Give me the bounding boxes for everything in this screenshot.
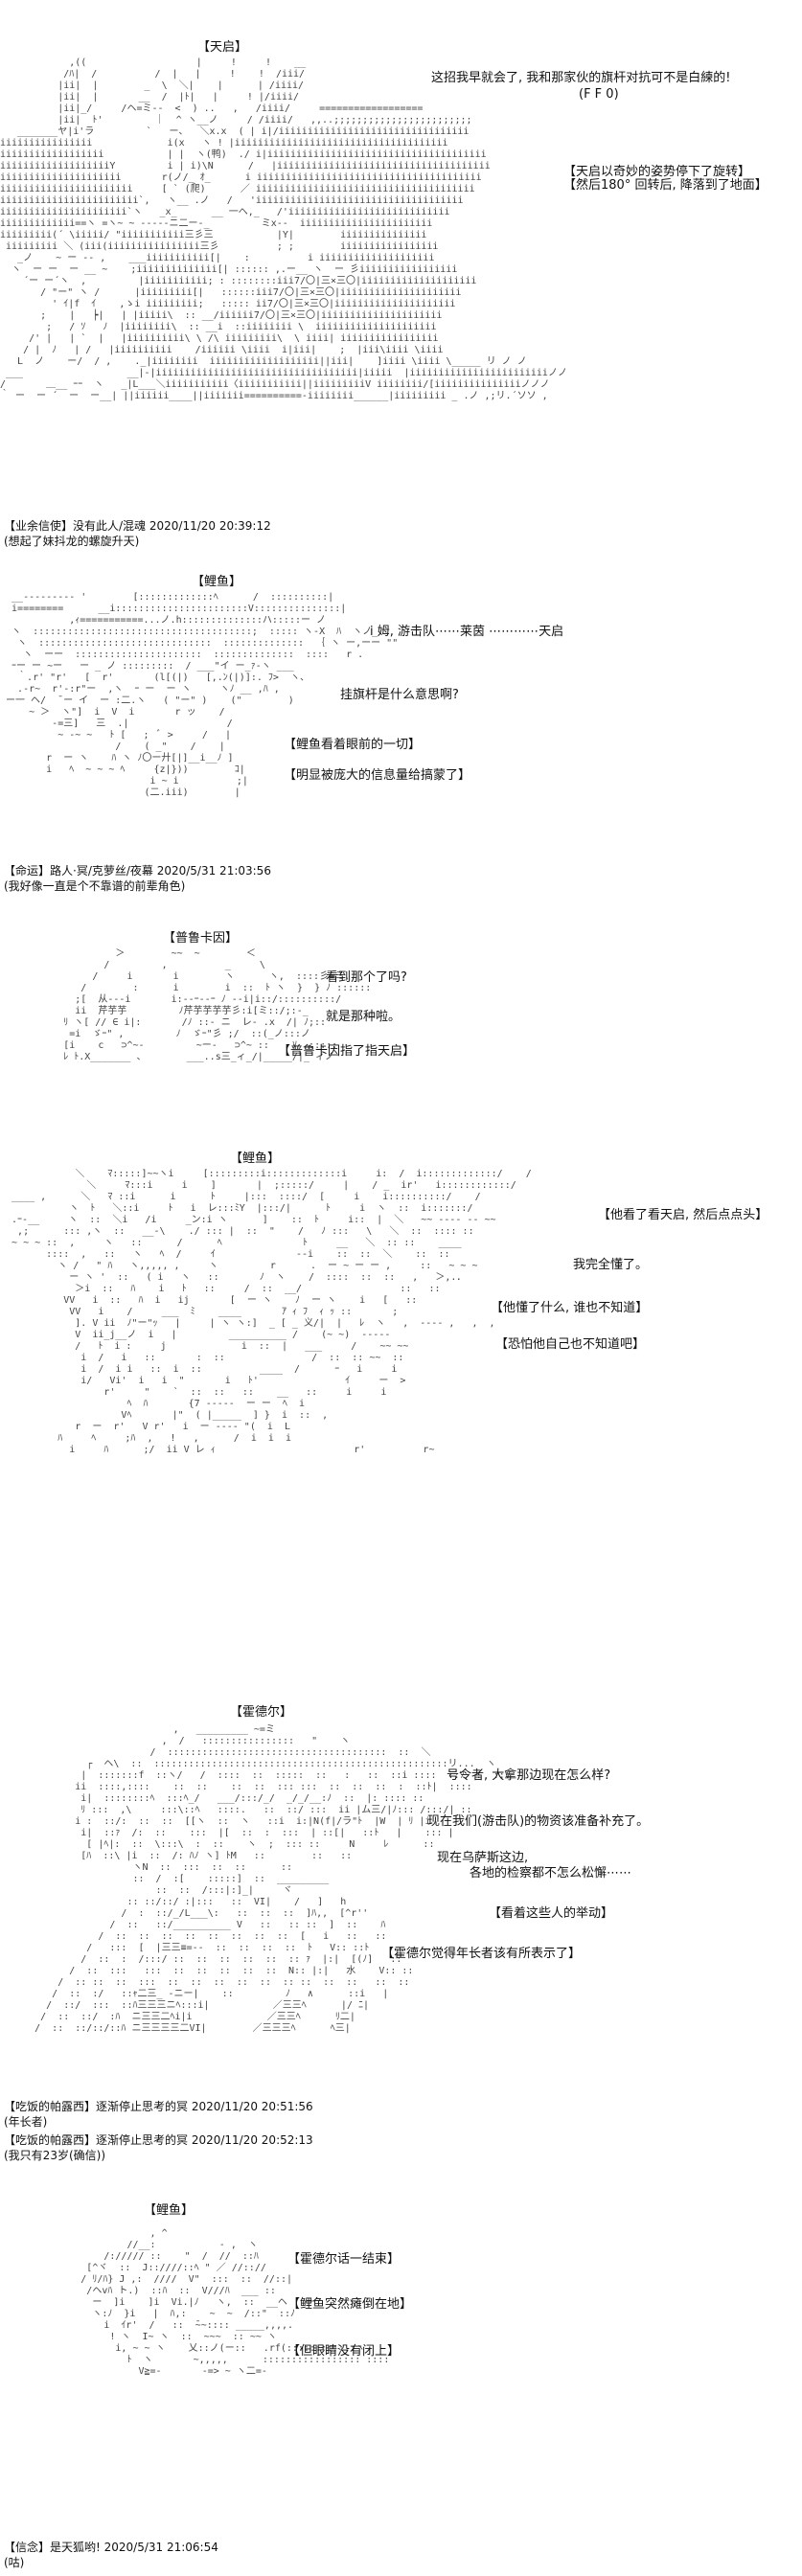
character-name: 【霍德尔】	[230, 1705, 293, 1720]
narration-line: 【明显被庞大的信息量给搞蒙了】	[284, 768, 471, 783]
character-name: 【鲤鱼】	[230, 1151, 281, 1166]
narration-line: 【然后180° 回转后, 降落到了地面】	[563, 178, 768, 193]
speech-line: 看到那个了吗?	[326, 970, 407, 985]
post-comment: (年长者)	[4, 2115, 48, 2129]
narration-line: 【霍德尔话一结束】	[287, 2252, 401, 2267]
ascii-art-tianqi: ,(( | ! ! __ /ﾊ| / / | | ! ! /iii/ |ii| …	[0, 57, 567, 401]
ascii-art-procaine: ＞ ~~ ~ ＜ / , _ \ / i i ヽ ヽ, ::::彡=ミ, / :…	[63, 948, 372, 1062]
panel-3: ＞ ~~ ~ ＜ / , _ \ / i i ヽ ヽ, ::::彡=ミ, / :…	[0, 910, 802, 1130]
panel-1: ,(( | ! ! __ /ﾊ| / / | | ! ! /iii/ |ii| …	[0, 0, 802, 565]
narration-line: 【看着这些人的举动】	[489, 1906, 614, 1921]
character-name: 【普鲁卡因】	[163, 931, 239, 946]
post-footer: 【命运】路人·冥/克萝丝/夜幕 2020/5/31 21:03:56	[4, 864, 271, 878]
narration-line: 【他看了看天启, 然后点点头】	[598, 1208, 768, 1222]
speech-line: 就是那种啦。	[326, 1010, 401, 1024]
speech-line: (F F 0)	[579, 87, 619, 102]
ascii-art-hodr: , _________ ~=ミ , / :::::::::::::::: " ヽ…	[34, 1724, 511, 2034]
narration-line: 【霍德尔觉得年长者该有所表示了】	[381, 1947, 582, 1961]
speech-line: 现在我们(游击队)的物资该准备补充了。	[427, 1814, 650, 1829]
post-footer: 【业余信使】没有此人/混魂 2020/11/20 20:39:12	[4, 519, 271, 533]
ascii-art-carp: __--------- ' [:::::::::::::ﾍ / ::::::::…	[6, 592, 399, 798]
ascii-art-carp-collapse: , ^ //__: - , ヽ /:///// :: " / // ::ﾊ [^…	[80, 2228, 390, 2377]
narration-line: 【鲤鱼看着眼前的一切】	[284, 738, 422, 752]
panel-4: ＼ ﾏ:::::]~~ヽi [:::::::::i:::::::::::::i …	[0, 1130, 802, 1696]
post-comment: (想起了妹抖龙的螺旋升天)	[4, 535, 140, 548]
panel-6: , ^ //__: - , ヽ /:///// :: " / // ::ﾊ [^…	[0, 2165, 802, 2576]
narration-line: 【他懂了什么, 谁也不知道】	[491, 1301, 649, 1315]
character-name: 【鲤鱼】	[192, 575, 242, 589]
post-comment: (咕)	[4, 2556, 25, 2569]
character-name: 【鲤鱼】	[144, 2203, 195, 2218]
post-comment: (我只有23岁(确信))	[4, 2149, 105, 2162]
speech-line: i 姆, 游击队⋯⋯莱茵 ⋯⋯⋯⋯天启	[370, 625, 564, 639]
speech-line: 号令者, 大拿那边现在怎么样?	[447, 1768, 611, 1783]
speech-line: 我完全懂了。	[573, 1258, 649, 1272]
narration-line: 【恐怕他自己也不知道吧】	[495, 1337, 646, 1352]
ascii-art-carp-nod: ＼ ﾏ:::::]~~ヽi [:::::::::i:::::::::::::i …	[11, 1169, 532, 1455]
speech-line: 这招我早就会了, 我和那家伙的旗杆对抗可不是白練的!	[431, 71, 731, 85]
speech-line: 各地的检察都不怎么松懈⋯⋯	[470, 1866, 632, 1881]
panel-5: , _________ ~=ミ , / :::::::::::::::: " ヽ…	[0, 1696, 802, 2165]
speech-line: 挂旗杆是什么意思啊?	[340, 688, 459, 702]
narration-line: 【普鲁卡因指了指天启】	[278, 1044, 416, 1059]
post-footer: 【信念】是天狐哟! 2020/5/31 21:06:54	[4, 2541, 218, 2554]
narration-line: 【天启以奇妙的姿势停下了旋转】	[563, 165, 751, 179]
narration-line: 【鲤鱼突然瘫倒在地】	[287, 2297, 413, 2312]
panel-2: __--------- ' [:::::::::::::ﾍ / ::::::::…	[0, 565, 802, 910]
character-name: 【天启】	[197, 40, 248, 55]
post-footer: 【吃饭的帕露西】逐渐停止思考的冥 2020/11/20 20:52:13	[4, 2133, 313, 2147]
speech-line: 现在乌萨斯这边,	[437, 1851, 529, 1865]
post-footer: 【吃饭的帕露西】逐渐停止思考的冥 2020/11/20 20:51:56	[4, 2100, 313, 2113]
post-comment: (我好像一直是个不靠谱的前辈角色)	[4, 879, 186, 893]
narration-line: 【但眼睛没有闭上】	[287, 2344, 401, 2359]
